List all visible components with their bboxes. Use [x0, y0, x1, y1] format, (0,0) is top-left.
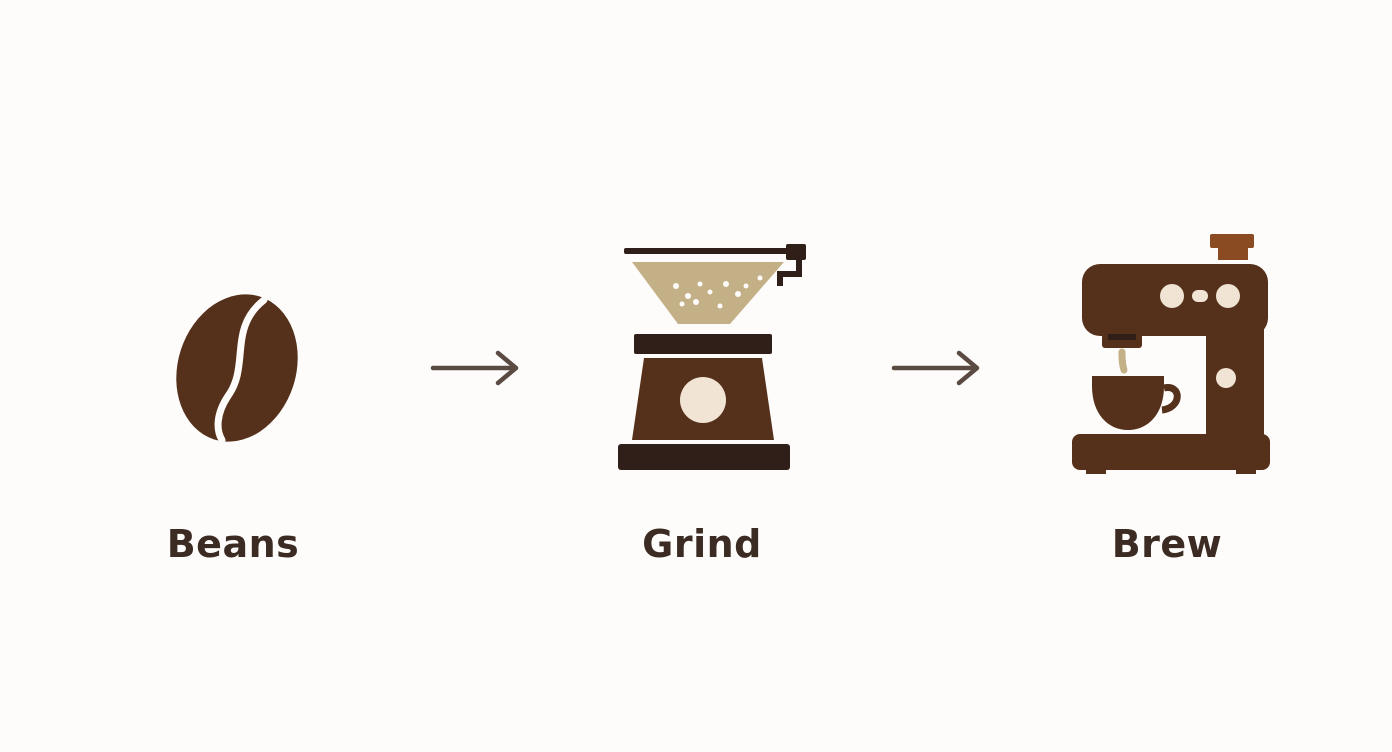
step-label-brew: Brew — [1111, 522, 1223, 566]
espresso-machine-icon — [1072, 234, 1270, 474]
step-label-grind: Grind — [642, 522, 762, 566]
coffee-grinder-icon — [618, 244, 806, 470]
step-label-beans: Beans — [166, 522, 300, 566]
coffee-bean-icon — [176, 294, 298, 444]
arrow-right-icon — [891, 350, 980, 386]
arrow-right-icon — [430, 350, 519, 386]
